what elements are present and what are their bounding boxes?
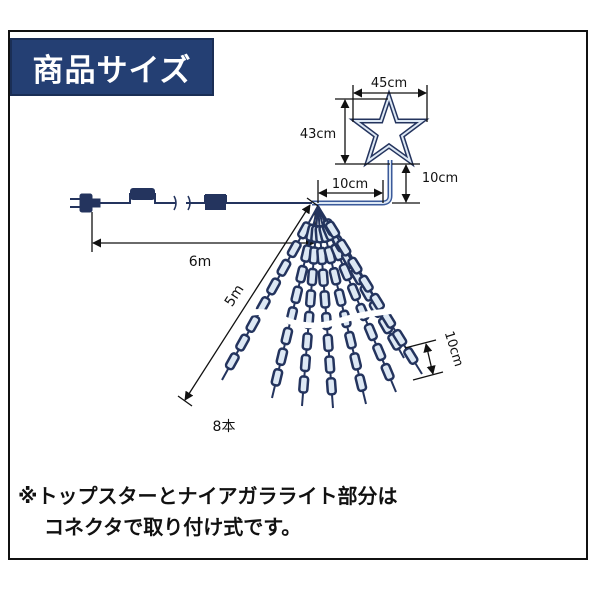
bulb-icon [280,326,294,346]
bulb-icon [403,346,419,365]
bulb-icon [298,375,310,394]
strand-spacing-dimension [404,339,444,381]
bulb-icon [333,288,347,307]
star-height-label: 43cm [300,127,336,142]
bulb-icon [324,220,341,239]
star-outline-icon [348,89,430,168]
bulb-icon [354,373,368,393]
star-stem-highlight [312,160,391,204]
bulb-icon [363,322,378,342]
bulb-icon [336,238,352,257]
bulb-icon [349,352,363,371]
strand-spacing-label: 10cm [441,329,466,368]
bulb-icon [358,274,374,293]
star-gap-label: 10cm [332,177,368,192]
cord-length-dimension [91,212,316,252]
bulb-icon [325,376,338,396]
strand-count-label: 8本 [213,419,236,435]
bulb-icon [344,330,357,350]
niagara-strand [314,205,338,409]
bulb-icon [317,268,329,288]
power-plug-icon [70,193,101,213]
bulb-icon [380,362,395,382]
cord-connector-icon [130,188,155,200]
bulb-icon [319,290,331,309]
bulb-icon [235,333,251,352]
bulb-icon [266,277,282,296]
bulb-icon [306,267,318,287]
bulb-icon [275,347,289,367]
cord-break-gap [177,195,185,211]
bulb-icon [245,314,261,333]
bulb-icon [270,368,284,387]
cord-length-label: 6m [189,254,212,270]
strand-length-label: 5m [222,282,248,310]
note-line-2: コネクタで取り付け式です。 [44,515,302,539]
note-line-1: ※トップスターとナイアガラライト部分は [18,484,398,508]
bulb-icon [391,328,408,347]
bulb-icon [301,332,313,351]
bulb-icon [346,282,362,302]
title-text: 商品サイズ [32,52,192,89]
controller-box-icon [205,194,226,210]
star-width-label: 45cm [371,76,407,91]
bulb-icon [369,292,386,311]
bulb-icon [322,333,334,353]
bulb-icon [276,258,292,277]
title-banner: 商品サイズ [10,38,214,96]
bulb-icon [347,256,363,275]
bulb-icon [290,285,304,305]
strand-length-dimension [177,197,319,407]
bulb-icon [295,264,309,284]
bulb-icon [304,289,317,308]
star-stem-label: 10cm [422,171,458,186]
bulb-icon [299,353,312,373]
niagara-strands [221,205,423,409]
bulb-icon [224,352,240,371]
bulb-icon [338,262,353,282]
star-dimensions [317,85,428,204]
bulb-icon [324,355,336,374]
bulb-icon [372,342,387,362]
bulb-icon [328,266,342,286]
